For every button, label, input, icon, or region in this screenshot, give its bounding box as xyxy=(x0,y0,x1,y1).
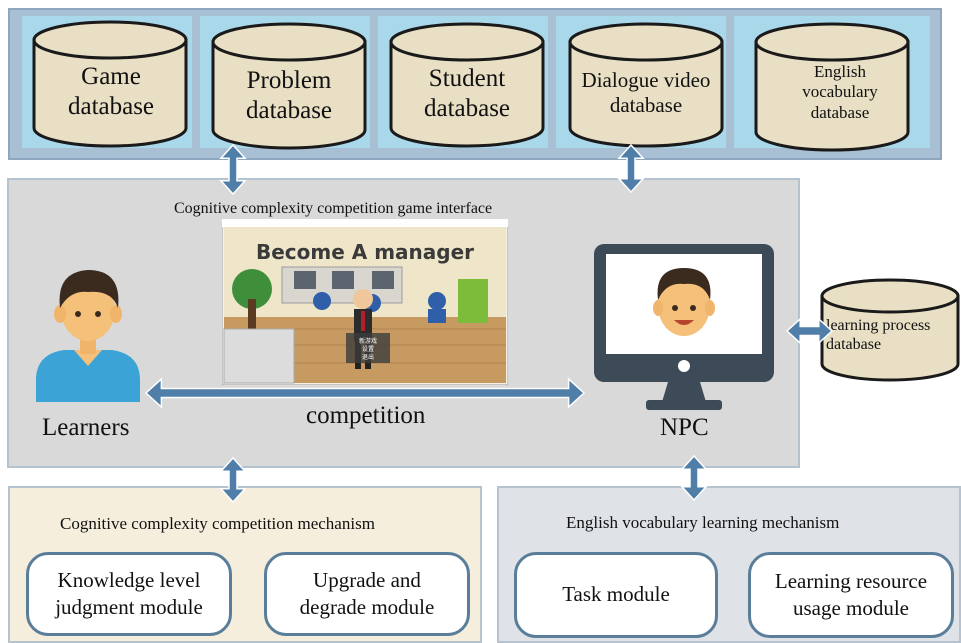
vocabulary-mechanism-title: English vocabulary learning mechanism xyxy=(566,513,840,532)
arrow-interface-to-right-mechanism xyxy=(680,454,708,502)
learning-process-db-label: learning process database xyxy=(826,317,931,354)
arrow-db-to-interface-left xyxy=(219,143,247,196)
knowledge-level-module: Knowledge level judgment module xyxy=(26,552,232,636)
task-module: Task module xyxy=(514,552,718,638)
student-database-cylinder xyxy=(389,22,545,148)
db-label-problem: Problem database xyxy=(245,67,333,124)
game-menu-line-1: 新游戏 xyxy=(359,337,377,345)
db-label-dialogue-video: Dialogue video database xyxy=(581,68,711,118)
game-menu-line-3: 退出 xyxy=(362,353,374,361)
learning-process-database-cylinder xyxy=(820,278,960,382)
game-database-cylinder xyxy=(32,20,188,148)
arrow-db-to-interface-right xyxy=(617,143,645,194)
npc-label: NPC xyxy=(660,414,709,441)
learner-avatar xyxy=(36,270,140,402)
db-label-student: Student database xyxy=(423,65,511,122)
arrow-competition xyxy=(144,377,586,409)
interface-title: Cognitive complexity competition game in… xyxy=(174,200,493,217)
game-screenshot: 新游戏 设置 退出 Become A manager xyxy=(222,219,508,385)
db-label-game: Game database xyxy=(67,63,155,120)
problem-database-cylinder xyxy=(211,22,367,150)
competition-mechanism-title: Cognitive complexity competition mechani… xyxy=(60,514,375,533)
game-menu-line-2: 设置 xyxy=(362,345,374,353)
db-label-english-vocabulary: English vocabulary database xyxy=(802,62,878,122)
competition-label: competition xyxy=(306,402,426,429)
arrow-interface-to-left-mechanism xyxy=(219,456,247,504)
upgrade-degrade-module: Upgrade and degrade module xyxy=(264,552,470,636)
dialogue-video-database-cylinder xyxy=(568,22,724,148)
npc-monitor xyxy=(594,244,774,410)
english-vocabulary-database-cylinder xyxy=(754,22,910,152)
game-title-text: Become A manager xyxy=(256,240,474,264)
arrow-npc-to-learning-process-db xyxy=(785,317,834,345)
learners-label: Learners xyxy=(42,414,130,441)
learning-resource-module: Learning resource usage module xyxy=(748,552,954,638)
